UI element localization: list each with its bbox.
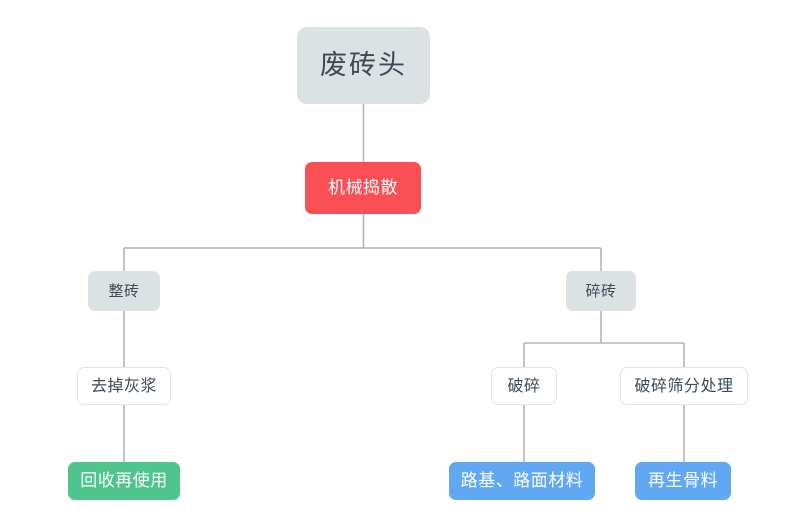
- flow-node-label: 破碎筛分处理: [634, 376, 734, 395]
- flow-node-crushing[interactable]: 破碎: [491, 367, 557, 405]
- flow-node-mechanical-breakup[interactable]: 机械捣散: [305, 162, 421, 214]
- flow-node-waste-brick[interactable]: 废砖头: [297, 27, 430, 104]
- connector-broken-level3-bus: [523, 311, 685, 367]
- flow-node-label: 再生骨料: [648, 470, 718, 491]
- flow-node-label: 碎砖: [585, 281, 617, 300]
- flow-node-crush-screen-process[interactable]: 破碎筛分处理: [620, 367, 748, 405]
- flow-node-label: 整砖: [108, 281, 140, 300]
- flow-node-label: 破碎: [507, 376, 541, 395]
- flow-node-label: 机械捣散: [328, 177, 398, 198]
- connector-breakup-level2-bus: [123, 214, 602, 271]
- flow-node-recycled-aggregate[interactable]: 再生骨料: [635, 462, 731, 500]
- flow-node-subgrade-pavement-material[interactable]: 路基、路面材料: [449, 462, 595, 500]
- flow-node-whole-brick[interactable]: 整砖: [88, 271, 160, 311]
- flow-node-recycle-reuse[interactable]: 回收再使用: [68, 462, 180, 500]
- flow-node-label: 路基、路面材料: [460, 470, 584, 491]
- flow-node-label: 去掉灰浆: [90, 376, 157, 395]
- flow-node-label: 回收再使用: [80, 470, 168, 491]
- flow-node-broken-brick[interactable]: 碎砖: [566, 271, 636, 311]
- flow-node-label: 废砖头: [320, 50, 407, 81]
- flow-node-remove-mortar[interactable]: 去掉灰浆: [77, 367, 171, 405]
